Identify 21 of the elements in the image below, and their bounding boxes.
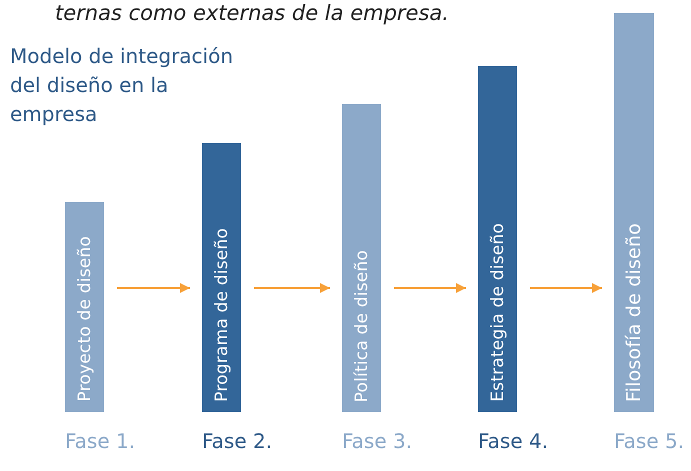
arrow (394, 283, 466, 293)
note-text: ternas como externas de la empresa. (55, 1, 449, 25)
bar-label: Política de diseño (352, 250, 372, 402)
bar-label: Proyecto de diseño (74, 236, 94, 402)
phase-bar (614, 13, 654, 412)
phase-bar (478, 66, 517, 412)
phase-bar (342, 104, 381, 412)
arrow (254, 283, 330, 293)
bar-label: Programa de diseño (212, 228, 232, 402)
phase-label: Fase 1. (65, 429, 136, 453)
bar-label: Filosofía de diseño (623, 222, 645, 402)
arrow (530, 283, 602, 293)
phase-label: Fase 4. (478, 429, 548, 453)
phase-label: Fase 5. (614, 429, 684, 453)
phase-label: Fase 2. (202, 429, 272, 453)
arrow (117, 283, 190, 293)
phase-bar (65, 202, 104, 412)
diagram-title: Modelo de integración del diseño en la empresa (10, 43, 234, 128)
phase-bar (202, 143, 241, 412)
phase-label: Fase 3. (342, 429, 412, 453)
bar-label: Estrategia de diseño (488, 223, 508, 402)
